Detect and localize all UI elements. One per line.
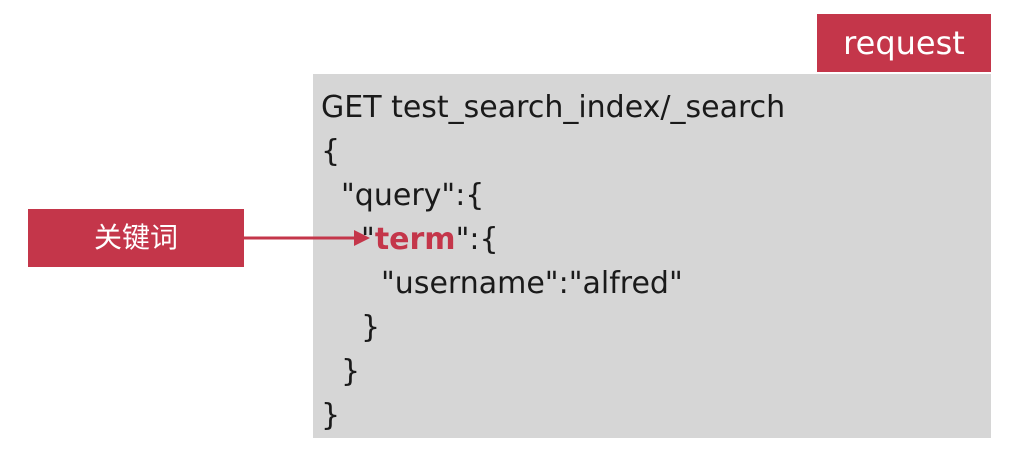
code-line-5: "username":"alfred" <box>381 266 683 301</box>
code-line-1: GET test_search_index/_search <box>321 90 786 125</box>
code-line-4: "term":{ <box>361 218 499 262</box>
code-line-3: "query":{ <box>341 178 485 213</box>
code-line-2: { <box>321 134 341 169</box>
code-line-4-rest: ":{ <box>455 222 499 257</box>
code-line-8: } <box>321 398 341 433</box>
arrow-icon <box>244 230 370 246</box>
code-line-7: } <box>341 354 361 389</box>
code-quote-open: " <box>361 222 375 257</box>
keyword-label: 关键词 <box>28 209 244 267</box>
code-keyword-term: term <box>374 222 456 257</box>
code-line-6: } <box>361 310 381 345</box>
request-tag: request <box>817 14 991 72</box>
code-panel: GET test_search_index/_search { "query":… <box>313 74 991 438</box>
